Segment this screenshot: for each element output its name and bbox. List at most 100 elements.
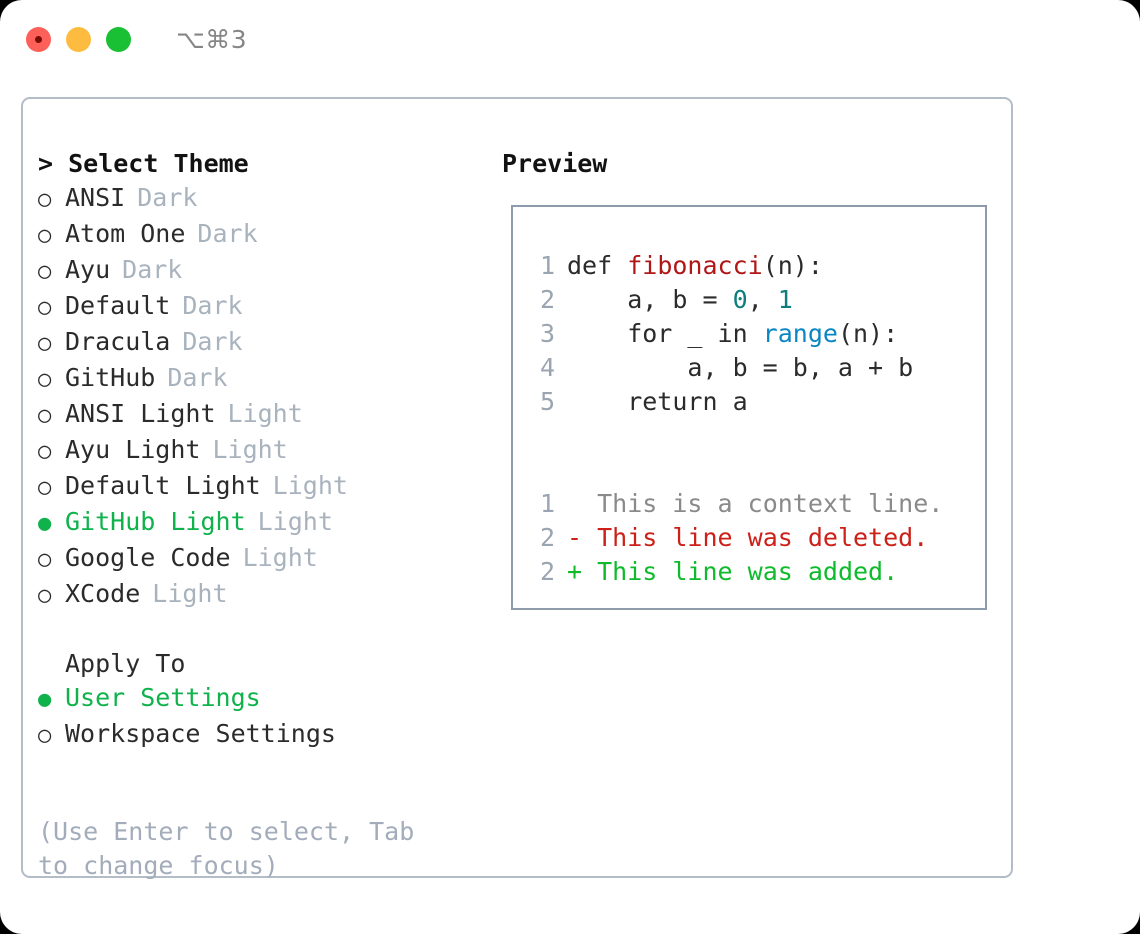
theme-kind-label: Light [212, 435, 288, 464]
line-number: 3 [539, 319, 555, 348]
radio-marker-icon[interactable]: ○ [38, 295, 52, 320]
radio-marker-icon[interactable]: ○ [38, 475, 52, 500]
apply-to-heading-row: Apply To [38, 647, 478, 681]
theme-name: Default Light [65, 471, 261, 500]
radio-marker-icon[interactable]: ○ [38, 367, 52, 392]
diff-text: This is a context line. [597, 489, 944, 518]
radio-marker-icon[interactable]: ○ [38, 439, 52, 464]
radio-marker-icon[interactable]: ○ [38, 259, 52, 284]
theme-name: Google Code [65, 543, 231, 572]
theme-kind-label: Light [152, 579, 228, 608]
apply-to-option-workspace-settings[interactable]: ○ Workspace Settings [38, 717, 478, 753]
traffic-light-buttons [26, 26, 131, 52]
preview-heading: Preview [502, 149, 608, 178]
theme-option-ayu-light[interactable]: ○ Ayu Light Light [38, 433, 478, 469]
theme-kind-label: Dark [137, 183, 198, 212]
radio-marker-icon[interactable]: ○ [38, 187, 52, 212]
preview-box: 1 def fibonacci(n): 2 a, b = 0, 1 3 for … [511, 205, 987, 610]
code-token-call: range [762, 319, 838, 348]
radio-marker-icon[interactable]: ○ [38, 547, 52, 572]
close-window-button[interactable] [26, 26, 51, 52]
theme-name: Atom One [65, 219, 186, 248]
theme-kind-label: Dark [197, 219, 258, 248]
theme-name: GitHub Light [65, 507, 246, 536]
code-token: (n): [762, 251, 823, 280]
theme-kind-label: Light [257, 507, 333, 536]
theme-option-dracula-dark[interactable]: ○ Dracula Dark [38, 325, 478, 361]
theme-option-default-dark[interactable]: ○ Default Dark [38, 289, 478, 325]
code-blank-line [527, 419, 967, 453]
theme-kind-label: Dark [122, 255, 183, 284]
apply-to-option-label: Workspace Settings [65, 719, 336, 748]
code-token: (n): [837, 319, 899, 348]
theme-name: ANSI [65, 183, 126, 212]
theme-option-google-code[interactable]: ○ Google Code Light [38, 541, 478, 577]
diff-text [582, 487, 597, 521]
theme-name: Dracula [65, 327, 171, 356]
theme-picker-column: > Select Theme ○ ANSI Dark ○ Atom One Da… [38, 147, 478, 753]
code-sample: 1 def fibonacci(n): 2 a, b = 0, 1 3 for … [527, 249, 967, 589]
radio-marker-icon[interactable]: ○ [38, 331, 52, 356]
theme-kind-label: Light [272, 471, 348, 500]
theme-name: Default [65, 291, 171, 320]
diff-line-added: 2 + This line was added. [527, 555, 967, 589]
radio-marker-icon[interactable]: ○ [38, 403, 52, 428]
diff-sign: - [567, 523, 583, 552]
apply-to-option-user-settings[interactable]: ● User Settings [38, 681, 478, 717]
radio-marker-icon[interactable]: ○ [38, 223, 52, 248]
theme-kind-label: Light [242, 543, 318, 572]
code-token: def [567, 251, 628, 280]
line-number: 5 [539, 387, 555, 416]
code-token-function: fibonacci [627, 251, 763, 280]
theme-option-github-light[interactable]: ● GitHub Light Light [38, 505, 478, 541]
radio-marker-selected-icon[interactable]: ● [38, 511, 52, 536]
radio-marker-icon[interactable]: ○ [38, 723, 52, 748]
theme-kind-label: Dark [167, 363, 228, 392]
code-blank-line [527, 453, 967, 487]
line-number: 2 [539, 523, 555, 552]
code-line: 3 for _ in range(n): [527, 317, 967, 351]
theme-option-xcode[interactable]: ○ XCode Light [38, 577, 478, 613]
diff-sign [567, 487, 582, 521]
theme-option-default-light[interactable]: ○ Default Light Light [38, 469, 478, 505]
keyboard-hint-text: (Use Enter to select, Tab to change focu… [38, 817, 430, 880]
radio-marker-selected-icon[interactable]: ● [38, 687, 52, 712]
theme-option-ansi-dark[interactable]: ○ ANSI Dark [38, 181, 478, 217]
line-number: 4 [539, 353, 555, 382]
code-token-number: 1 [777, 285, 793, 314]
theme-name: GitHub [65, 363, 156, 392]
panel-columns: > Select Theme ○ ANSI Dark ○ Atom One Da… [23, 99, 1011, 880]
theme-kind-label: Light [227, 399, 303, 428]
theme-option-github-dark[interactable]: ○ GitHub Dark [38, 361, 478, 397]
code-token: a, b = b, a + b [567, 353, 914, 382]
apply-to-heading: Apply To [65, 649, 186, 678]
code-line: 2 a, b = 0, 1 [527, 283, 967, 317]
keyboard-shortcut-label: ⌥⌘3 [176, 24, 248, 54]
select-theme-heading: > Select Theme [38, 149, 249, 178]
code-token: return a [567, 387, 748, 416]
apply-to-option-label: User Settings [65, 683, 261, 712]
list-spacer [38, 613, 478, 647]
diff-text [582, 555, 597, 589]
theme-name: Ayu Light [65, 435, 201, 464]
code-line: 5 return a [527, 385, 967, 419]
theme-option-atom-one-dark[interactable]: ○ Atom One Dark [38, 217, 478, 253]
diff-line-deleted: 2 - This line was deleted. [527, 521, 967, 555]
diff-line-context: 1 This is a context line. [527, 487, 967, 521]
theme-option-ayu-dark[interactable]: ○ Ayu Dark [38, 253, 478, 289]
radio-marker-icon[interactable]: ○ [38, 583, 52, 608]
maximize-window-button[interactable] [106, 26, 131, 52]
theme-kind-label: Dark [182, 327, 243, 356]
theme-name: ANSI Light [65, 399, 216, 428]
title-bar: ⌥⌘3 [0, 0, 1140, 78]
minimize-window-button[interactable] [66, 26, 91, 52]
code-line: 4 a, b = b, a + b [527, 351, 967, 385]
theme-name: XCode [65, 579, 141, 608]
diff-text: This line was added. [597, 557, 899, 586]
line-number: 2 [539, 285, 555, 314]
theme-kind-label: Dark [182, 291, 243, 320]
main-panel: > Select Theme ○ ANSI Dark ○ Atom One Da… [21, 97, 1013, 880]
theme-option-ansi-light[interactable]: ○ ANSI Light Light [38, 397, 478, 433]
code-token: a, b = [567, 285, 733, 314]
